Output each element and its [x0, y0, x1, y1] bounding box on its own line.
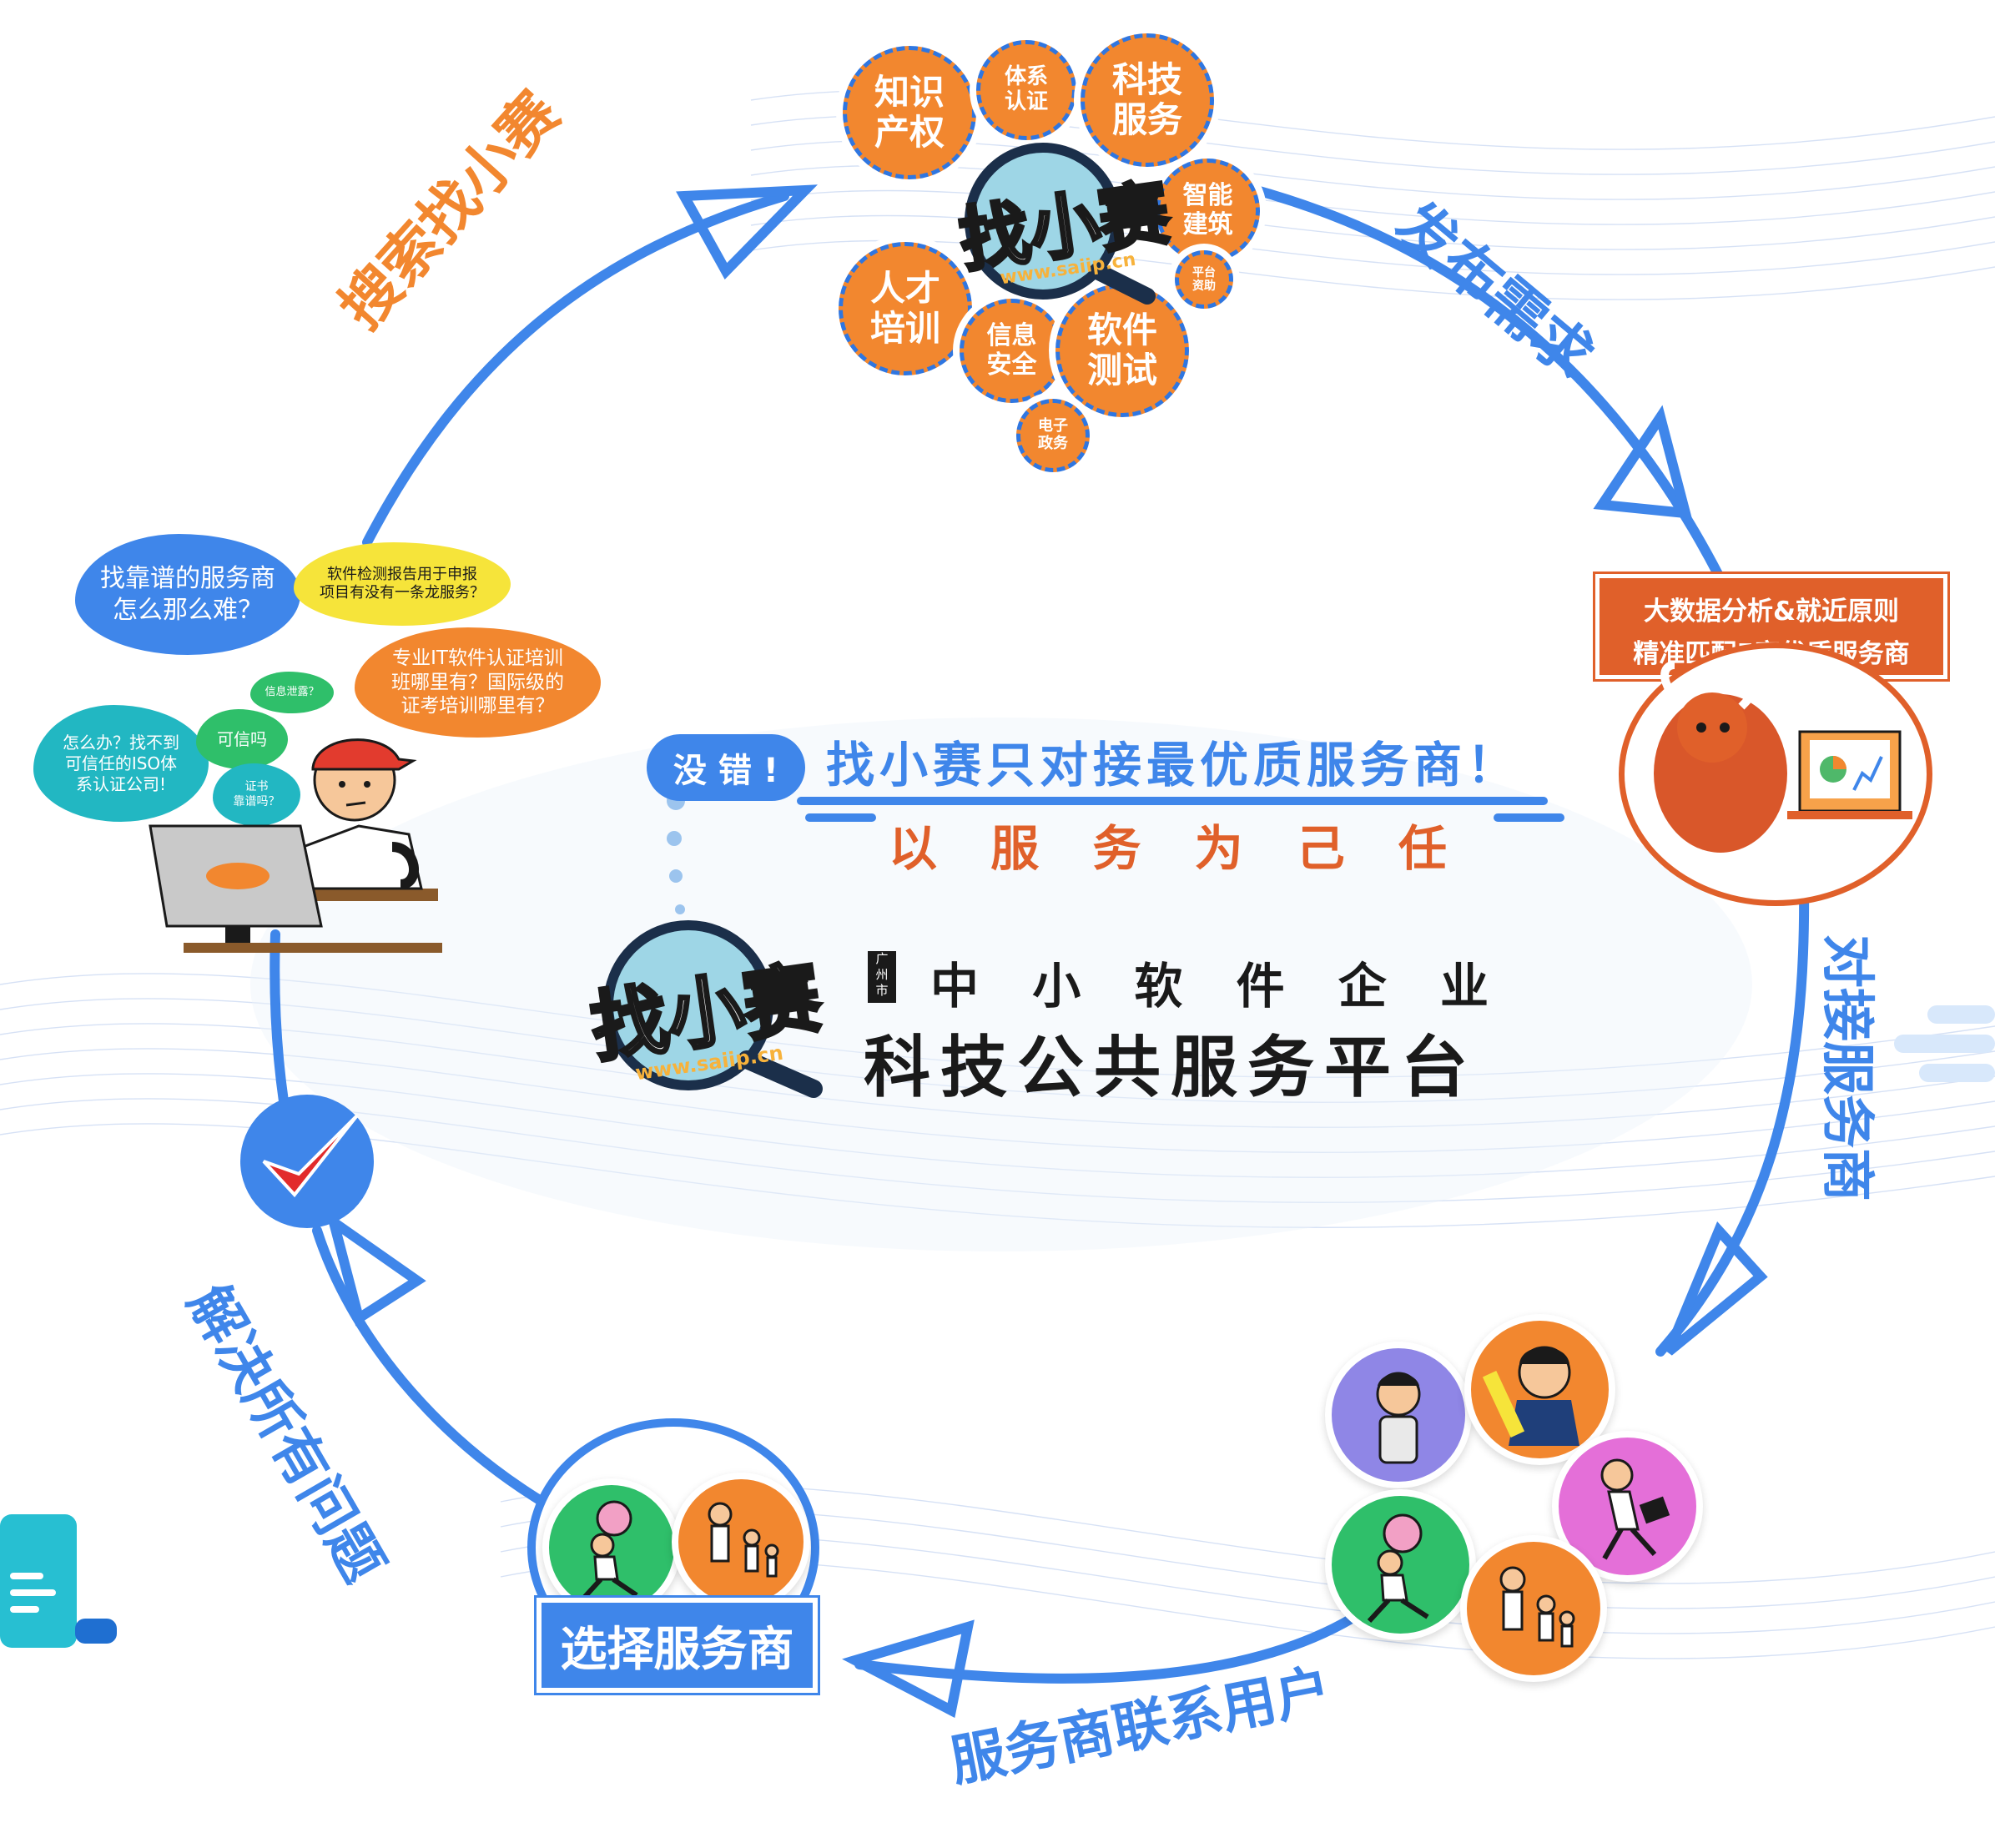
- service-bubble[interactable]: 软件 测试: [1055, 284, 1189, 417]
- question-cloud: 证书 靠谱吗？: [213, 763, 300, 826]
- service-bubble[interactable]: 电子 政务: [1016, 399, 1090, 472]
- matching-circle: [1619, 642, 1932, 906]
- solved-check: [240, 1095, 374, 1228]
- businessman-icon: [1376, 1372, 1421, 1464]
- confirm-badge: 没 错 !: [647, 734, 805, 801]
- provider-avatar[interactable]: [1325, 1489, 1476, 1640]
- bull-analyst-icon: [1654, 661, 1912, 853]
- service-bubble[interactable]: 信息 安全: [960, 299, 1064, 403]
- user-at-computer-icon: [149, 738, 442, 953]
- slogan-underline-cap-right: [1494, 813, 1564, 822]
- running-businessman-icon: [1600, 1458, 1670, 1560]
- runner-with-piggybank-icon: [1367, 1513, 1429, 1624]
- platform-line1: 中 小 软 件 企 业: [930, 958, 1507, 1015]
- background-waves: [0, 89, 1995, 1659]
- provider-avatar[interactable]: [542, 1478, 681, 1617]
- service-bubble[interactable]: 智能 建筑: [1156, 159, 1260, 263]
- slogan-underline-cap-left: [805, 813, 876, 822]
- provider-avatar[interactable]: [1325, 1342, 1472, 1488]
- service-bubble[interactable]: 平台 资助: [1175, 250, 1233, 309]
- team-icon: [708, 1502, 779, 1578]
- provider-avatar[interactable]: [672, 1473, 810, 1611]
- flow-ring-arcs: [270, 183, 1810, 1684]
- service-bubble[interactable]: 知识 产权: [843, 46, 976, 179]
- confused-user-illustration: [134, 709, 451, 959]
- runner-with-piggybank-icon: [580, 1500, 638, 1602]
- team-icon: [1499, 1566, 1575, 1648]
- checkmark-icon: [262, 1114, 359, 1198]
- flow-arrowheads: [325, 184, 1768, 1719]
- question-cloud: 找靠谱的服务商 怎么那么难？: [75, 534, 300, 655]
- question-cloud: 软件检测报告用于申报 项目有没有一条龙服务？: [294, 542, 511, 626]
- center-logo[interactable]: 找小赛 www.saiip.cn: [584, 918, 828, 1101]
- slogan-underline: [797, 797, 1548, 805]
- businessman-icon: [1482, 1346, 1579, 1446]
- side-decor: [0, 1005, 1995, 1648]
- provider-avatar[interactable]: [1460, 1535, 1607, 1682]
- question-cloud: 怎么办？找不到 可信任的ISO体 系认证公司!: [33, 705, 209, 822]
- choose-provider-button[interactable]: 选择服务商: [537, 1598, 818, 1693]
- question-cloud: 专业IT软件认证培训 班哪里有？国际级的 证考培训哪里有？: [355, 627, 601, 738]
- question-cloud: 可信吗: [196, 709, 288, 769]
- subslogan: 以 服 务 为 己 任: [889, 820, 1465, 877]
- magnifier-icon: [965, 143, 1156, 305]
- service-bubble[interactable]: 体系 认证: [976, 40, 1076, 140]
- platform-line2: 科技公共服务平台: [864, 1029, 1478, 1106]
- step-connect-label: 对接服务商: [1816, 934, 1877, 1201]
- matching-banner-line1: 大数据分析&就近原则: [1643, 597, 1900, 627]
- service-bubble[interactable]: 科技 服务: [1081, 33, 1214, 167]
- city-tag: 广 州 市: [868, 951, 896, 1003]
- hub-logo[interactable]: 找小赛 www.saiip.cn: [943, 138, 1176, 305]
- slogan: 找小赛只对接最优质服务商！: [826, 737, 1521, 793]
- service-bubble[interactable]: 人才 培训: [839, 242, 972, 375]
- question-cloud: 信息泄露？: [250, 672, 334, 713]
- magnifier-icon: [603, 920, 823, 1098]
